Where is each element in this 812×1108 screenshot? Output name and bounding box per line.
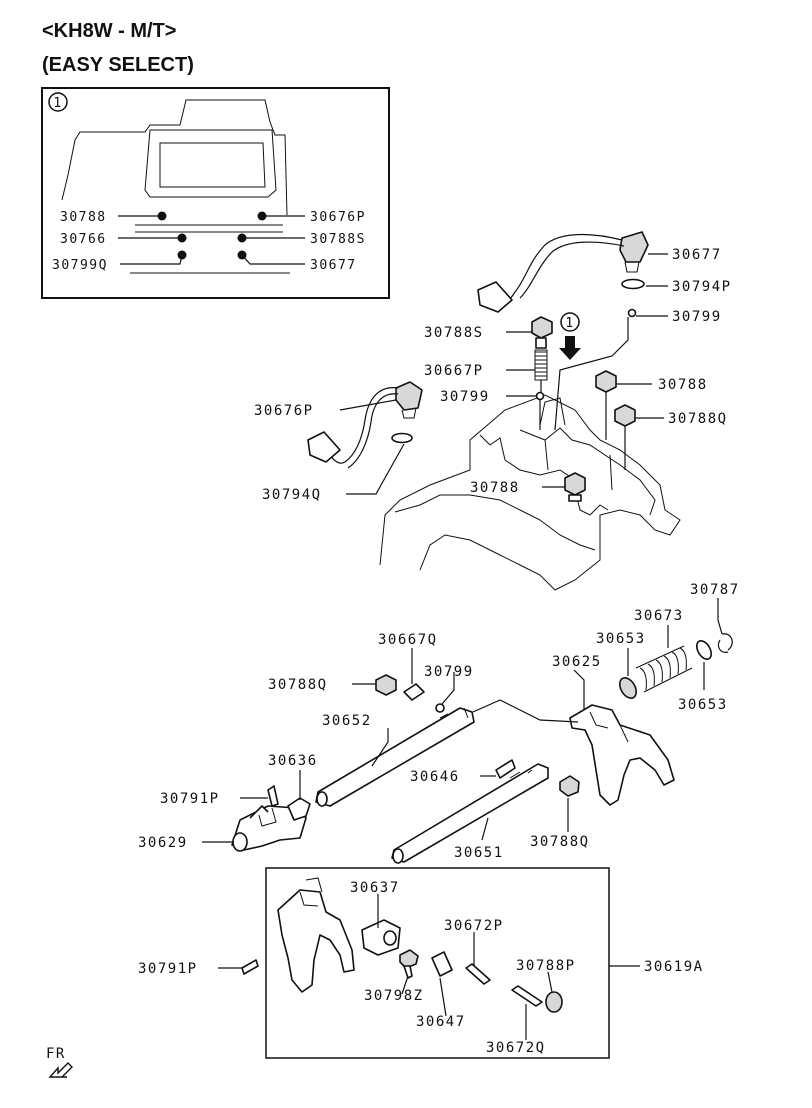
label-30667Q: 30667Q [378, 632, 438, 648]
spring-30667P [535, 351, 547, 377]
label-30629: 30629 [138, 835, 188, 851]
bushing-30636 [287, 797, 311, 821]
inset-label-left-2: 30766 [60, 232, 107, 247]
label-30788P: 30788P [516, 958, 576, 974]
shift-fork-30625 [559, 704, 675, 806]
label-30619A: 30619A [644, 959, 704, 975]
label-30794P: 30794P [672, 279, 732, 295]
label-30799-top: 30799 [672, 309, 722, 325]
label-30653-b: 30653 [678, 697, 728, 713]
shift-rail-30652 [315, 707, 475, 807]
o-ring-30794Q [391, 432, 413, 444]
o-ring-30794P [621, 278, 645, 290]
bolt-30788-lower [564, 472, 586, 496]
title-model: <KH8W - M/T> [42, 20, 176, 42]
label-30787: 30787 [690, 582, 740, 598]
inset-housing-outline [61, 99, 288, 216]
label-30788Q-b: 30788Q [268, 677, 328, 693]
sensor-body [619, 231, 649, 263]
sub-assembly-frame [265, 867, 610, 1059]
connector-plug-left [307, 431, 341, 463]
ball-30799-low [435, 703, 445, 713]
inset-cover-inner [159, 142, 266, 188]
label-30625: 30625 [552, 654, 602, 670]
pin-30791P-b [241, 959, 259, 975]
bolt-30788Q-c [559, 775, 580, 797]
inset-plate-lines [130, 224, 290, 274]
inset-detail: 1 30788 30766 30799Q 30676P 30788S 30677 [41, 87, 390, 299]
label-30788-a: 30788 [658, 377, 708, 393]
front-direction-indicator: FR [46, 1046, 73, 1078]
part-labels: 30677 30794P 30799 30788S 30667P 30799 3… [138, 247, 740, 1056]
label-30799-low: 30799 [424, 664, 474, 680]
sensor-30677 [477, 231, 649, 318]
label-30646: 30646 [410, 769, 460, 785]
inset-label-left-1: 30788 [60, 210, 107, 225]
label-30798Z: 30798Z [364, 988, 424, 1004]
inset-label-right-3: 30677 [310, 258, 357, 273]
bolt-30788 [595, 370, 617, 393]
label-30653-a: 30653 [596, 631, 646, 647]
label-30788S: 30788S [424, 325, 484, 341]
title-variant: (EASY SELECT) [42, 54, 194, 76]
label-30788Q-a: 30788Q [668, 411, 728, 427]
label-30794Q: 30794Q [262, 487, 322, 503]
inset-marker-number: 1 [53, 96, 62, 111]
callout-marker-number: 1 [565, 316, 574, 331]
front-arrow-icon [48, 1062, 73, 1078]
connector-plug [477, 281, 513, 313]
label-30788-b: 30788 [470, 480, 520, 496]
callout-marker-1: 1 [554, 312, 629, 431]
transfer-housing [379, 394, 681, 591]
label-30799-mid: 30799 [440, 389, 490, 405]
sub-assembly-30619A [265, 867, 610, 1059]
sensor-wire [499, 233, 623, 303]
label-30637: 30637 [350, 880, 400, 896]
bolt-spring-stack [531, 316, 553, 430]
inset-label-left-3: 30799Q [52, 258, 108, 273]
down-arrow-icon [559, 336, 581, 360]
bolt-30788Q [614, 404, 636, 427]
label-30636: 30636 [268, 753, 318, 769]
label-30677: 30677 [672, 247, 722, 263]
inset-label-right-1: 30676P [310, 210, 366, 225]
ball-30799 [627, 308, 637, 318]
label-30672Q: 30672Q [486, 1040, 546, 1056]
bolt-30788S [531, 316, 553, 339]
fr-label: FR [46, 1046, 66, 1062]
label-30673: 30673 [634, 608, 684, 624]
pin-30646 [495, 759, 516, 779]
inset-label-right-2: 30788S [310, 232, 366, 247]
lever-30629 [231, 785, 307, 852]
label-30651: 30651 [454, 845, 504, 861]
inset-cover [144, 129, 277, 198]
label-30672P: 30672P [444, 918, 504, 934]
label-30676P: 30676P [254, 403, 314, 419]
label-30791P-b: 30791P [138, 961, 198, 977]
label-30667P: 30667P [424, 363, 484, 379]
bolt-30788Q-b [375, 674, 397, 696]
spring-assembly [619, 633, 733, 699]
ball-30799-mid [535, 391, 545, 401]
sensor-30676P [307, 381, 423, 469]
inset-marker-circle [48, 92, 68, 112]
label-30788Q-c: 30788Q [530, 834, 590, 850]
inset-frame [41, 87, 390, 299]
label-30791P: 30791P [160, 791, 220, 807]
shift-rail-30651 [391, 763, 549, 864]
spring-30667Q [403, 683, 425, 701]
pin-30791P [267, 785, 279, 807]
leader-lines [202, 253, 723, 1040]
label-30652: 30652 [322, 713, 372, 729]
label-30647: 30647 [416, 1014, 466, 1030]
